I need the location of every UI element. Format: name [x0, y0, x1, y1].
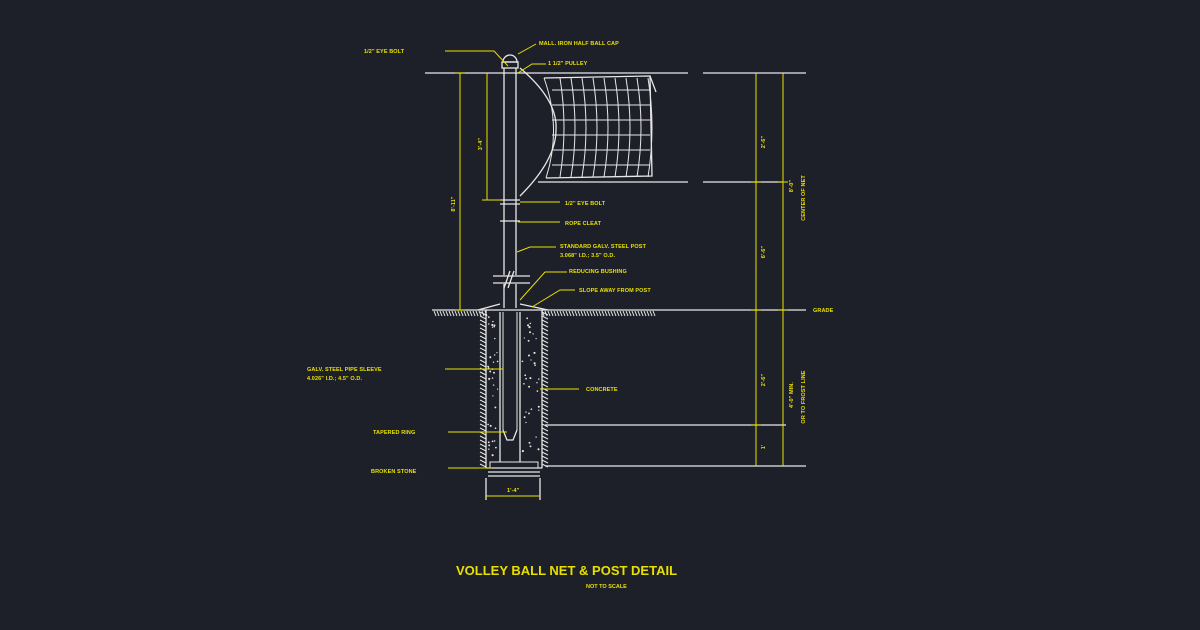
dim-upper-to-grade: 6'-6"	[761, 246, 767, 259]
dim-footing-label: OR TO FROST LINE	[801, 370, 807, 423]
label-eye-bolt-top: 1/2" EYE BOLT	[364, 49, 405, 55]
volleyball-net	[519, 67, 657, 197]
footing	[433, 303, 656, 477]
dimension-lines	[455, 72, 788, 500]
leader-lines	[445, 43, 579, 469]
label-tapered-ring: TAPERED RING	[373, 430, 415, 436]
dim-footing-total: 4'-0" MIN.	[789, 382, 795, 408]
dim-below-grade: 2'-6"	[761, 374, 767, 387]
dim-center-total: 8'-0"	[789, 180, 795, 193]
label-reducing-bushing: REDUCING BUSHING	[569, 269, 627, 275]
label-eye-bolt-mid: 1/2" EYE BOLT	[565, 201, 606, 207]
label-grade: GRADE	[813, 308, 834, 314]
annotations: 1/2" EYE BOLT MALL. IRON HALF BALL CAP 1…	[307, 41, 834, 494]
steel-post	[493, 54, 530, 308]
label-broken-stone: BROKEN STONE	[371, 469, 417, 475]
dim-center-label: CENTER OF NET	[801, 175, 807, 221]
dim-bottom: 1'	[761, 444, 767, 449]
ball-cap	[502, 54, 518, 63]
label-concrete: CONCRETE	[586, 387, 618, 393]
dim-footing-width: 1'-4"	[507, 488, 520, 494]
label-slope: SLOPE AWAY FROM POST	[579, 288, 651, 294]
label-pulley: 1 1/2" PULLEY	[548, 61, 588, 67]
label-post-1: STANDARD GALV. STEEL POST	[560, 244, 647, 250]
dim-net-height: 2'-6"	[761, 136, 767, 149]
label-ball-cap: MALL. IRON HALF BALL CAP	[539, 41, 619, 47]
drawing-subtitle: NOT TO SCALE	[586, 584, 627, 590]
label-rope-cleat: ROPE CLEAT	[565, 221, 602, 227]
dim-post-height: 8'-11"	[451, 196, 457, 212]
label-sleeve-2: 4.026" I.D.; 4.5" O.D.	[307, 376, 362, 382]
label-post-2: 3.068" I.D.; 3.5" O.D.	[560, 253, 615, 259]
label-sleeve-1: GALV. STEEL PIPE SLEEVE	[307, 367, 382, 373]
dim-net-drop: 3'-4"	[478, 138, 484, 151]
drawing-title: VOLLEY BALL NET & POST DETAIL	[456, 563, 677, 578]
